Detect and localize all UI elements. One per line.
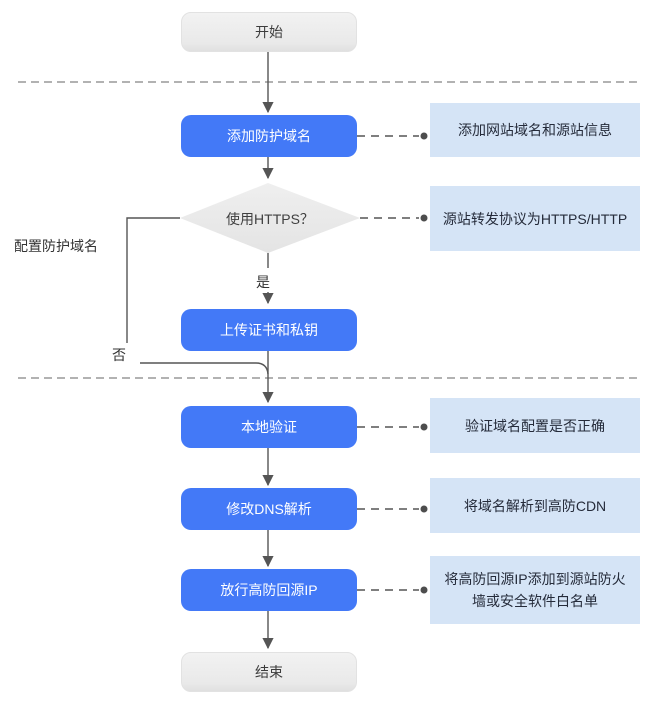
flow-line-no-branch-rejoin	[140, 362, 269, 375]
annotation-note-resolve-cdn: 将域名解析到高防CDN	[430, 478, 640, 533]
step-modify-dns: 修改DNS解析	[181, 488, 357, 530]
flow-line-no-branch-down	[126, 217, 180, 343]
decision-use-https-label: 使用HTTPS？	[226, 211, 314, 227]
annotation-note-add-domain: 添加网站域名和源站信息	[430, 103, 640, 157]
connector-dot-5	[420, 586, 428, 594]
annotation-note-verify-config: 验证域名配置是否正确	[430, 398, 640, 453]
connector-dot-4	[420, 505, 428, 513]
step-allow-origin-ip: 放行高防回源IP	[181, 569, 357, 611]
annotation-note-forward-protocol: 源站转发协议为HTTPS/HTTP	[430, 186, 640, 251]
end-node: 结束	[181, 652, 357, 692]
section-label-configure-domain: 配置防护域名	[14, 238, 98, 254]
yes-branch-label: 是	[256, 274, 270, 290]
connector-dot-3	[420, 423, 428, 431]
step-local-verification: 本地验证	[181, 406, 357, 448]
step-add-protected-domain: 添加防护域名	[181, 115, 357, 157]
annotation-note-whitelist-ip: 将高防回源IP添加到源站防火墙或安全软件白名单	[430, 556, 640, 624]
connector-dot-1	[420, 132, 428, 140]
step-upload-cert-key: 上传证书和私钥	[181, 309, 357, 351]
decision-diamond-shape	[180, 183, 360, 253]
connector-dot-2	[420, 214, 428, 222]
no-branch-label: 否	[112, 347, 126, 363]
start-node: 开始	[181, 12, 357, 52]
